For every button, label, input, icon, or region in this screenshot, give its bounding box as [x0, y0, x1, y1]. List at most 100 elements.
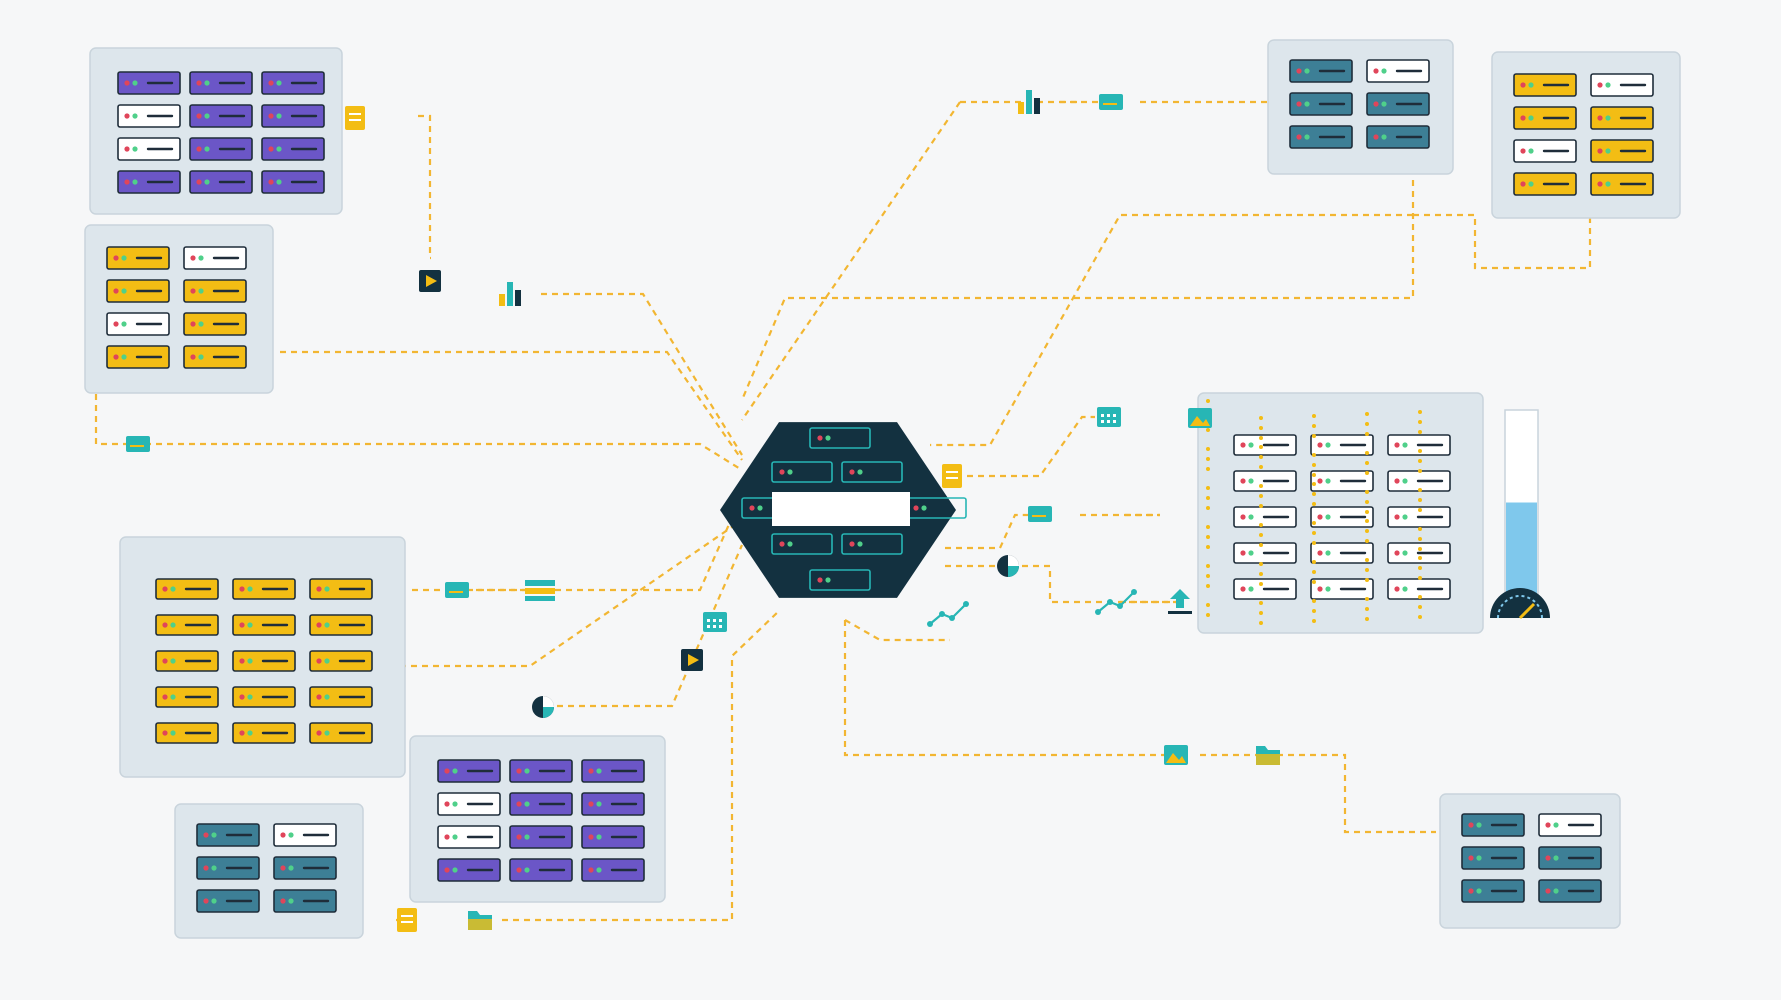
server-unit[interactable]: [1233, 506, 1297, 528]
server-unit[interactable]: [1387, 470, 1451, 492]
server-unit[interactable]: [581, 759, 645, 783]
server-unit[interactable]: [232, 722, 296, 744]
server-unit[interactable]: [509, 792, 573, 816]
server-unit[interactable]: [1233, 542, 1297, 564]
hub-server-slot[interactable]: [771, 533, 833, 555]
server-unit[interactable]: [106, 279, 170, 303]
hub-server-slot[interactable]: [809, 569, 871, 591]
server-unit[interactable]: [106, 246, 170, 270]
server-unit[interactable]: [581, 792, 645, 816]
bar-chart-icon[interactable]: [499, 282, 521, 306]
server-unit[interactable]: [1513, 106, 1577, 130]
line-graph-icon[interactable]: [1095, 589, 1137, 615]
server-unit[interactable]: [1310, 542, 1374, 564]
server-unit[interactable]: [196, 823, 260, 847]
server-unit[interactable]: [1366, 59, 1430, 83]
stack-icon[interactable]: [525, 580, 555, 601]
folder-icon[interactable]: [1256, 746, 1280, 765]
server-unit[interactable]: [1513, 172, 1577, 196]
play-icon[interactable]: [681, 649, 703, 671]
server-unit[interactable]: [1310, 506, 1374, 528]
document-icon[interactable]: [397, 908, 417, 932]
server-unit[interactable]: [1590, 106, 1654, 130]
server-unit[interactable]: [1387, 506, 1451, 528]
line-graph-icon[interactable]: [927, 601, 969, 627]
hub-server-slot[interactable]: [841, 461, 903, 483]
server-unit[interactable]: [1590, 172, 1654, 196]
server-unit[interactable]: [581, 858, 645, 882]
server-unit[interactable]: [581, 825, 645, 849]
server-unit[interactable]: [1289, 92, 1353, 116]
hub-server-slot[interactable]: [809, 427, 871, 449]
server-unit[interactable]: [1310, 434, 1374, 456]
server-unit[interactable]: [309, 686, 373, 708]
server-unit[interactable]: [261, 104, 325, 128]
server-unit[interactable]: [309, 578, 373, 600]
upload-icon[interactable]: [1168, 589, 1192, 614]
server-unit[interactable]: [183, 345, 247, 369]
server-unit[interactable]: [1513, 139, 1577, 163]
server-unit[interactable]: [261, 137, 325, 161]
pie-chart-icon[interactable]: [532, 696, 554, 718]
server-unit[interactable]: [437, 858, 501, 882]
document-icon[interactable]: [345, 106, 365, 130]
server-unit[interactable]: [155, 722, 219, 744]
hub-server-slot[interactable]: [841, 533, 903, 555]
server-unit[interactable]: [232, 614, 296, 636]
server-unit[interactable]: [117, 104, 181, 128]
server-unit[interactable]: [1387, 434, 1451, 456]
server-unit[interactable]: [155, 686, 219, 708]
server-unit[interactable]: [309, 614, 373, 636]
server-unit[interactable]: [155, 578, 219, 600]
server-unit[interactable]: [1513, 73, 1577, 97]
server-unit[interactable]: [509, 759, 573, 783]
server-unit[interactable]: [183, 279, 247, 303]
bar-chart-icon[interactable]: [1018, 90, 1040, 114]
server-unit[interactable]: [196, 889, 260, 913]
server-unit[interactable]: [117, 170, 181, 194]
card-icon[interactable]: [126, 436, 150, 452]
server-unit[interactable]: [189, 104, 253, 128]
server-unit[interactable]: [1538, 879, 1602, 903]
server-unit[interactable]: [1366, 125, 1430, 149]
server-unit[interactable]: [1310, 578, 1374, 600]
server-unit[interactable]: [1538, 846, 1602, 870]
image-icon[interactable]: [1188, 408, 1212, 428]
pie-chart-icon[interactable]: [997, 555, 1019, 577]
server-unit[interactable]: [309, 650, 373, 672]
server-unit[interactable]: [437, 759, 501, 783]
server-unit[interactable]: [183, 246, 247, 270]
server-unit[interactable]: [273, 856, 337, 880]
server-unit[interactable]: [232, 650, 296, 672]
server-unit[interactable]: [1289, 125, 1353, 149]
server-unit[interactable]: [155, 614, 219, 636]
server-unit[interactable]: [1590, 73, 1654, 97]
server-unit[interactable]: [1461, 846, 1525, 870]
server-unit[interactable]: [1233, 434, 1297, 456]
server-unit[interactable]: [117, 137, 181, 161]
server-unit[interactable]: [1310, 470, 1374, 492]
server-unit[interactable]: [196, 856, 260, 880]
card-icon[interactable]: [1028, 506, 1052, 522]
server-unit[interactable]: [261, 170, 325, 194]
server-unit[interactable]: [1461, 813, 1525, 837]
hub-server-slot[interactable]: [771, 461, 833, 483]
server-unit[interactable]: [1590, 139, 1654, 163]
server-unit[interactable]: [183, 312, 247, 336]
image-icon[interactable]: [1164, 745, 1188, 765]
server-unit[interactable]: [189, 71, 253, 95]
server-unit[interactable]: [1461, 879, 1525, 903]
server-unit[interactable]: [273, 889, 337, 913]
server-unit[interactable]: [106, 312, 170, 336]
card-icon[interactable]: [1099, 94, 1123, 110]
server-unit[interactable]: [1289, 59, 1353, 83]
server-unit[interactable]: [232, 578, 296, 600]
folder-icon[interactable]: [468, 911, 492, 930]
server-unit[interactable]: [117, 71, 181, 95]
server-unit[interactable]: [189, 170, 253, 194]
server-unit[interactable]: [509, 825, 573, 849]
calendar-icon[interactable]: [1097, 407, 1121, 427]
server-unit[interactable]: [273, 823, 337, 847]
server-unit[interactable]: [261, 71, 325, 95]
server-unit[interactable]: [1387, 578, 1451, 600]
